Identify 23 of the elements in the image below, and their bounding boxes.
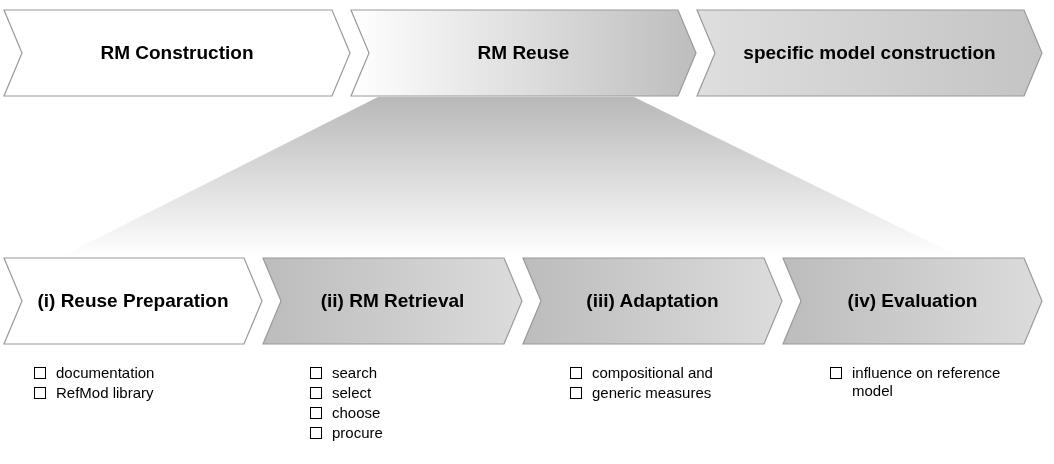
chevron-shape (697, 10, 1042, 96)
list-item: select (332, 384, 373, 402)
step-title: (iii) Adaptation (585, 288, 720, 313)
list-item: influence on reference model (852, 364, 1002, 400)
chevron-shape (351, 10, 696, 96)
chevron-shape (263, 258, 522, 344)
step-title: (i) Reuse Preparation (36, 288, 230, 313)
list-item: compositional and (592, 364, 714, 382)
step-title: (iv) Evaluation (846, 288, 979, 313)
step-title: RM Construction (99, 40, 255, 65)
step-title: (ii) RM Retrieval (319, 288, 466, 313)
chevron-shape (783, 258, 1042, 344)
chevron-shape (4, 10, 350, 96)
step-title: RM Reuse (476, 40, 571, 65)
list-item: choose (332, 404, 382, 422)
chevron-shape (523, 258, 782, 344)
list-item: search (332, 364, 379, 382)
list-item: generic measures (592, 384, 713, 402)
chevron-shape (4, 258, 262, 344)
list-item: procure (332, 424, 384, 442)
list-item: RefMod library (56, 384, 155, 402)
step-title: specific model construction (742, 40, 997, 65)
list-item: documentation (56, 364, 156, 382)
